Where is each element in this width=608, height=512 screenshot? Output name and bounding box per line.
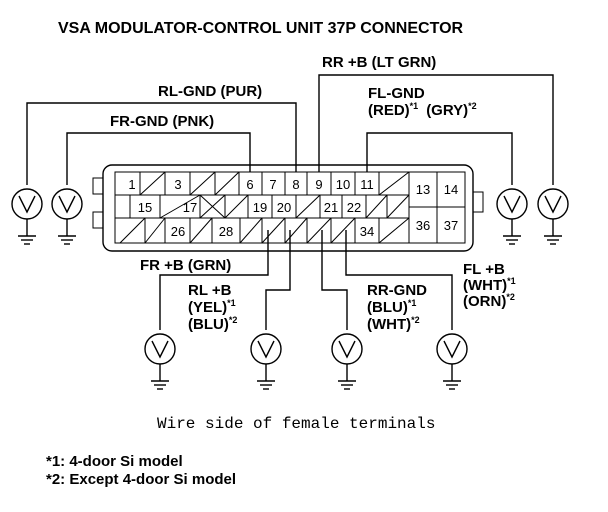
terminal-36: 36 bbox=[416, 218, 430, 233]
terminal-8: 8 bbox=[292, 177, 299, 192]
top-wires bbox=[26, 74, 554, 185]
label-rl-b-color1: (YEL)*1 bbox=[188, 298, 236, 316]
label-fl-b: FL +B bbox=[463, 261, 505, 278]
diagram-title: VSA MODULATOR-CONTROL UNIT 37P CONNECTOR bbox=[58, 20, 464, 37]
footnote-2: *2: Except 4-door Si model bbox=[46, 471, 236, 488]
connector-body bbox=[92, 164, 484, 252]
label-rr-b: RR +B (LT GRN) bbox=[322, 54, 436, 71]
terminal-9: 9 bbox=[315, 177, 322, 192]
label-rl-gnd: RL-GND (PUR) bbox=[158, 83, 262, 100]
sensor-bottom-4 bbox=[436, 333, 468, 390]
terminal-28: 28 bbox=[219, 224, 233, 239]
sensor-bottom-3 bbox=[331, 333, 363, 390]
label-fl-b-color2: (ORN)*2 bbox=[463, 292, 515, 310]
terminal-10: 10 bbox=[336, 177, 350, 192]
sensor-far-left bbox=[11, 188, 43, 245]
bottom-wires bbox=[159, 230, 453, 330]
terminal-11: 11 bbox=[360, 177, 374, 192]
terminal-19: 19 bbox=[253, 200, 267, 215]
terminal-21: 21 bbox=[324, 200, 338, 215]
terminal-numbers: 1 3 6 7 8 9 10 11 15 17 19 20 21 22 26 2… bbox=[128, 177, 458, 239]
label-fl-gnd: FL-GND bbox=[368, 85, 425, 102]
label-fl-b-color1: (WHT)*1 bbox=[463, 276, 516, 294]
label-fr-gnd: FR-GND (PNK) bbox=[110, 113, 214, 130]
sensor-left bbox=[51, 188, 83, 245]
terminal-15: 15 bbox=[138, 200, 152, 215]
terminal-22: 22 bbox=[347, 200, 361, 215]
sensor-bottom-2 bbox=[250, 333, 282, 390]
terminal-34: 34 bbox=[360, 224, 374, 239]
terminal-37: 37 bbox=[444, 218, 458, 233]
sensor-bottom-1 bbox=[144, 333, 176, 390]
terminal-1: 1 bbox=[128, 177, 135, 192]
terminal-17: 17 bbox=[183, 200, 197, 215]
terminal-3: 3 bbox=[174, 177, 181, 192]
diagram-caption: Wire side of female terminals bbox=[157, 415, 435, 433]
label-fr-b: FR +B (GRN) bbox=[140, 257, 231, 274]
footnote-1: *1: 4-door Si model bbox=[46, 453, 183, 470]
label-rr-gnd: RR-GND bbox=[367, 282, 427, 299]
label-rr-gnd-color1: (BLU)*1 bbox=[367, 298, 416, 316]
label-rl-b-color2: (BLU)*2 bbox=[188, 315, 237, 333]
sensor-far-right bbox=[537, 188, 569, 245]
terminal-13: 13 bbox=[416, 182, 430, 197]
label-rl-b: RL +B bbox=[188, 282, 232, 299]
terminal-20: 20 bbox=[277, 200, 291, 215]
sensor-right bbox=[496, 188, 528, 245]
label-fl-gnd-color: (RED)*1(GRY)*2 bbox=[368, 101, 477, 119]
terminal-6: 6 bbox=[246, 177, 253, 192]
terminal-14: 14 bbox=[444, 182, 458, 197]
terminal-26: 26 bbox=[171, 224, 185, 239]
label-rr-gnd-color2: (WHT)*2 bbox=[367, 315, 420, 333]
terminal-7: 7 bbox=[269, 177, 276, 192]
